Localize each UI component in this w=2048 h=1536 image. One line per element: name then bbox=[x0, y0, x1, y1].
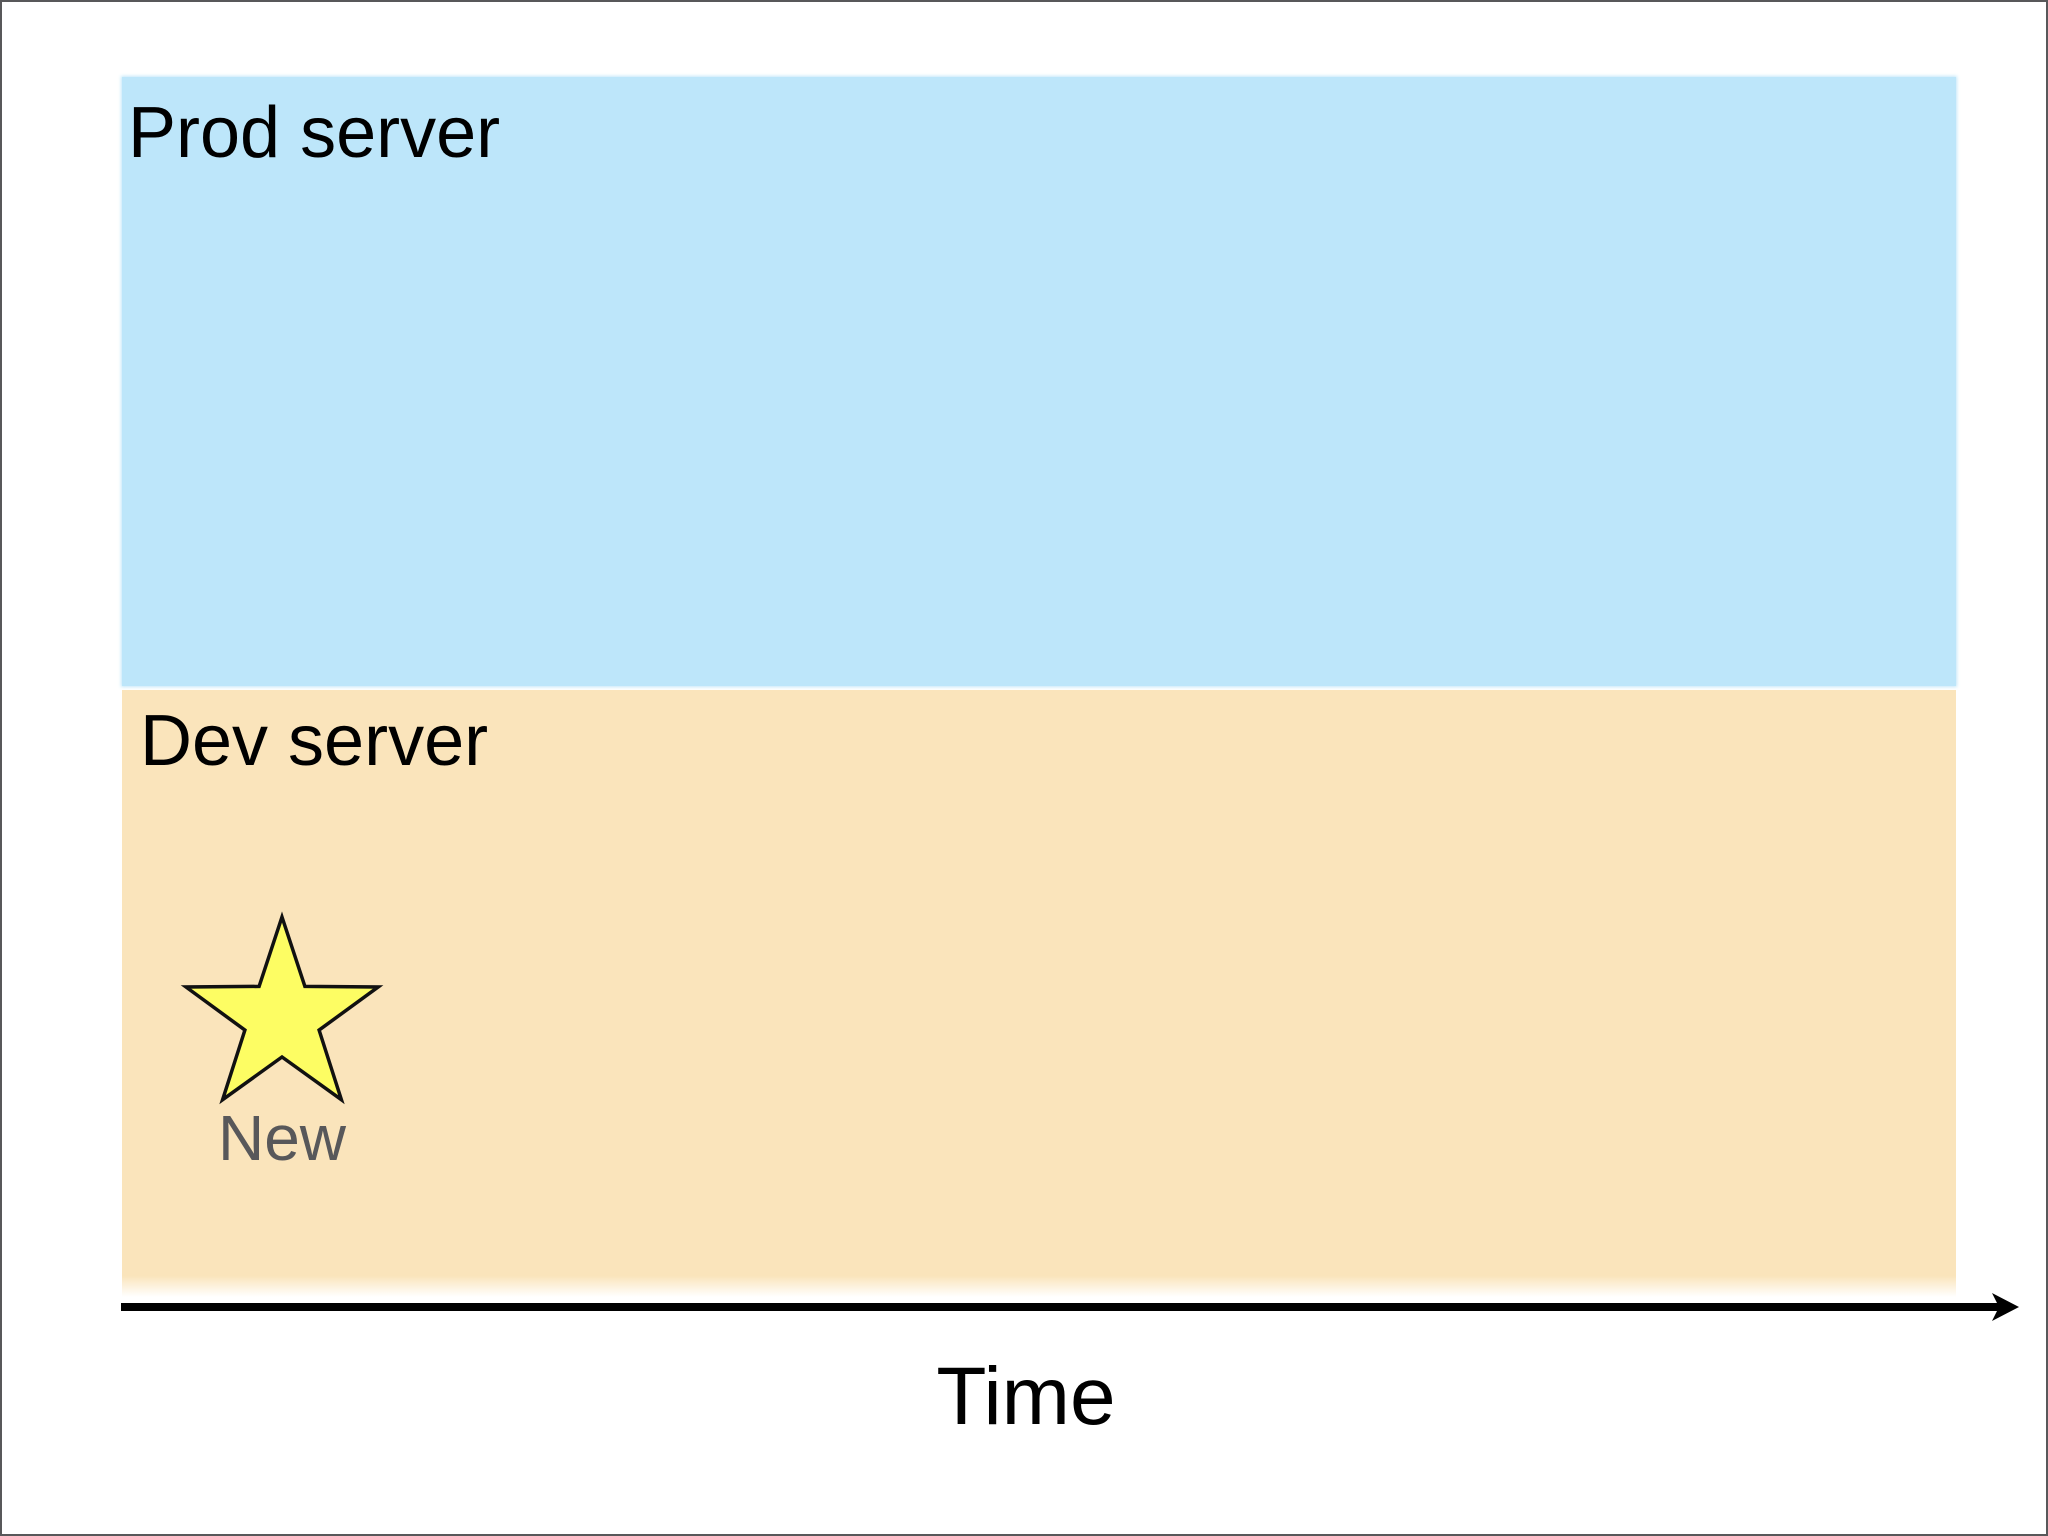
time-axis-arrowhead-icon bbox=[1992, 1293, 2019, 1321]
star-shape bbox=[180, 911, 384, 1105]
time-axis-arrow bbox=[121, 1293, 2019, 1321]
dev-server-lane bbox=[122, 690, 1956, 1297]
new-star-icon bbox=[180, 911, 384, 1105]
prod-server-lane bbox=[122, 77, 1956, 686]
time-axis-label: Time bbox=[936, 1351, 1116, 1442]
new-label: New bbox=[217, 1102, 347, 1174]
dev-server-label: Dev server bbox=[140, 701, 489, 781]
prod-server-label: Prod server bbox=[128, 93, 501, 173]
